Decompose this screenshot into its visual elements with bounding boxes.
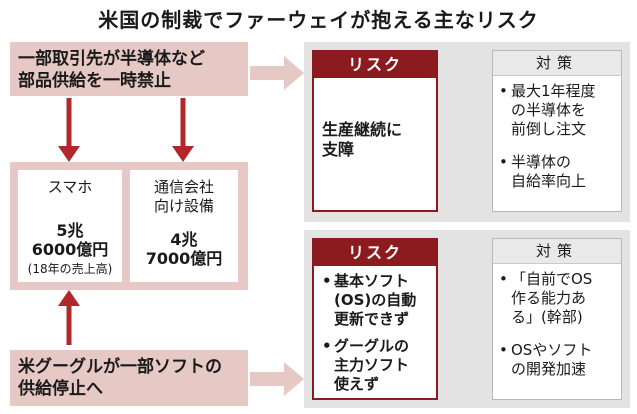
risk-box: リスク • 基本ソフト (OS)の自動 更新できず • グーグルの 主力ソフト …: [312, 238, 438, 400]
google-halt-text: 米グーグルが一部ソフトの 供給停止へ: [18, 357, 222, 399]
risk-item-text: 生産継続に 支障: [322, 120, 403, 159]
bullet-dot: •: [499, 82, 508, 100]
arrow-from-google: [58, 290, 80, 345]
measure-item-text: OSやソフト の開発加速: [511, 341, 593, 378]
google-halt-box: 米グーグルが一部ソフトの 供給停止へ: [10, 350, 248, 406]
smartphone-label: スマホ: [47, 178, 93, 196]
risk-item: 生産継続に 支障: [322, 120, 428, 160]
measure-box: 対策 • 「自前でOS 作る能力あ る」(幹部) • OSやソフト の開発加速: [492, 238, 622, 400]
risk-panel-software: リスク • 基本ソフト (OS)の自動 更新できず • グーグルの 主力ソフト …: [304, 230, 630, 408]
smartphone-card: スマホ 5兆 6000億円 (18年の売上高): [18, 170, 122, 282]
arrow-to-smartphone: [58, 98, 80, 162]
bullet-dot: •: [499, 270, 508, 288]
risk-panel-supply: リスク 生産継続に 支障 対策 • 最大1年程度 の半導体を 前倒し注文 • 半…: [304, 42, 630, 222]
risk-box: リスク 生産継続に 支障: [312, 50, 438, 212]
arrow-to-equipment: [172, 98, 194, 162]
risk-body: 生産継続に 支障: [314, 78, 436, 166]
measure-body: • 最大1年程度 の半導体を 前倒し注文 • 半導体の 自給率向上: [493, 76, 621, 197]
revenue-note: (18年の売上高): [27, 262, 113, 276]
measure-header: 対策: [493, 239, 621, 264]
bullet-dot: •: [499, 153, 508, 171]
measure-item: • 半導体の 自給率向上: [499, 153, 615, 191]
measure-item-text: 「自前でOS 作る能力あ る」(幹部): [511, 270, 593, 326]
risk-item: • 基本ソフト (OS)の自動 更新できず: [322, 272, 428, 329]
equipment-label: 通信会社 向け設備: [153, 178, 214, 215]
measure-item-text: 半導体の 自給率向上: [511, 153, 587, 190]
measure-item: • 最大1年程度 の半導体を 前倒し注文: [499, 82, 615, 139]
risk-body: • 基本ソフト (OS)の自動 更新できず • グーグルの 主力ソフト 使えず: [314, 266, 436, 400]
risk-item-text: 基本ソフト (OS)の自動 更新できず: [334, 272, 417, 328]
equipment-revenue: 4兆 7000億円: [145, 230, 223, 268]
measure-body: • 「自前でOS 作る能力あ る」(幹部) • OSやソフト の開発加速: [493, 264, 621, 385]
measure-header: 対策: [493, 51, 621, 76]
arrow-to-panel-1: [250, 56, 304, 90]
bullet-dot: •: [322, 272, 332, 290]
measure-item: • OSやソフト の開発加速: [499, 341, 615, 379]
risk-item: • グーグルの 主力ソフト 使えず: [322, 337, 428, 394]
risk-item-text: グーグルの 主力ソフト 使えず: [334, 337, 410, 393]
arrow-to-panel-2: [250, 362, 304, 396]
measure-item: • 「自前でOS 作る能力あ る」(幹部): [499, 270, 615, 327]
smartphone-revenue: 5兆 6000億円: [31, 221, 109, 259]
risk-header: リスク: [314, 240, 436, 266]
diagram-title: 米国の制裁でファーウェイが抱える主なリスク: [98, 8, 539, 32]
supplier-ban-box: 一部取引先が半導体など 部品供給を一時禁止: [10, 42, 248, 96]
supplier-ban-text: 一部取引先が半導体など 部品供給を一時禁止: [18, 49, 205, 91]
measure-item-text: 最大1年程度 の半導体を 前倒し注文: [511, 82, 596, 138]
risk-header: リスク: [314, 52, 436, 78]
measure-box: 対策 • 最大1年程度 の半導体を 前倒し注文 • 半導体の 自給率向上: [492, 50, 622, 212]
equipment-card: 通信会社 向け設備 4兆 7000億円: [130, 170, 238, 282]
bullet-dot: •: [499, 341, 508, 359]
bullet-dot: •: [322, 337, 332, 355]
